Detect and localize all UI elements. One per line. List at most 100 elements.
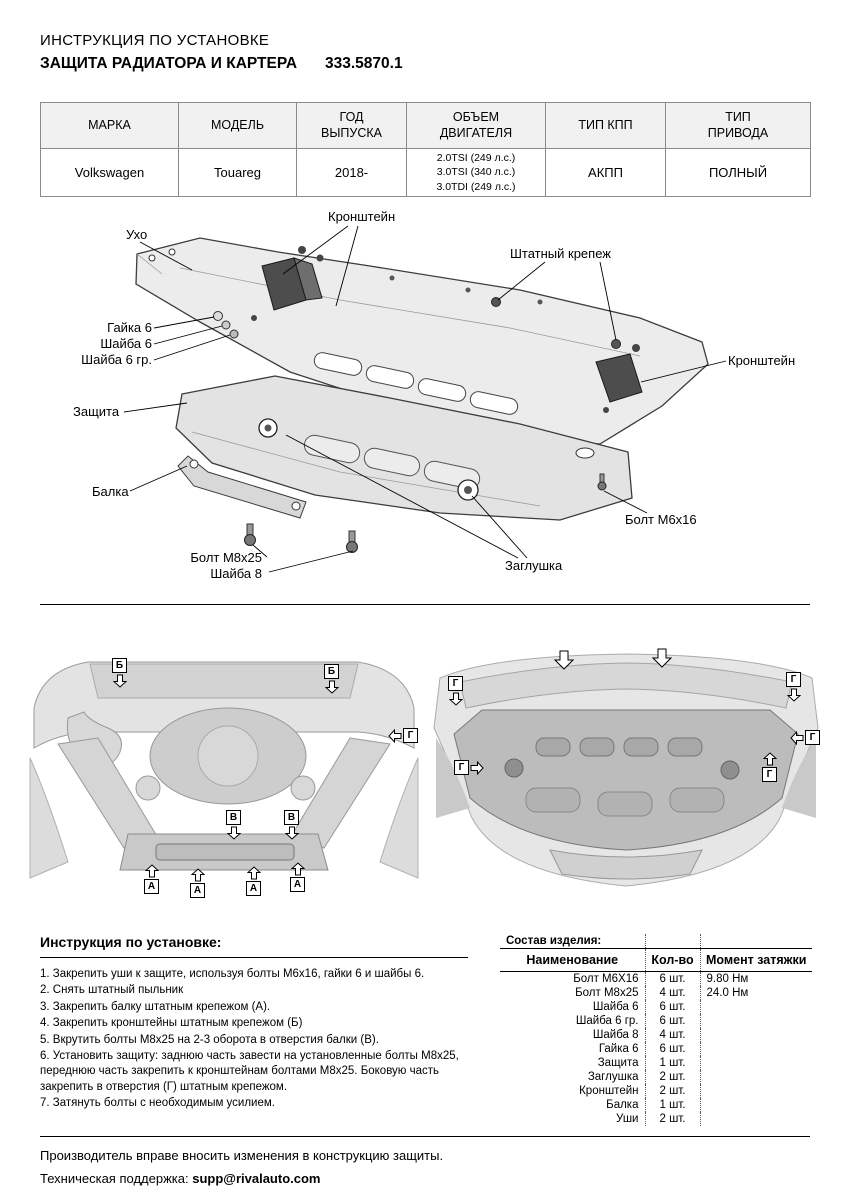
parts-col-qty: Кол-во (644, 948, 700, 972)
part-name: Болт М6Х16 (573, 973, 639, 985)
product-title: ЗАЩИТА РАДИАТОРА И КАРТЕРА (40, 55, 298, 72)
part-torque: 9.80 Нм (699, 971, 812, 986)
label-washer-6-gr: Шайба 6 гр. (81, 352, 152, 367)
label-bracket-top: Кронштейн (328, 209, 396, 224)
instruction-step: 5. Вкрутить болты М8х25 на 2-3 оборота в… (40, 1033, 379, 1046)
photo-installed-bottom: Г Г Г Г Г (430, 648, 822, 900)
part-torque (699, 1098, 812, 1112)
crankcase-plate (175, 375, 633, 521)
arrow-up-icon (190, 868, 205, 882)
label-beam: Балка (92, 484, 129, 499)
parts-row: Заглушка 2 шт. (500, 1070, 812, 1084)
part-qty: 2 шт. (644, 1070, 700, 1084)
bolt-m6x16 (597, 473, 607, 491)
part-name: Болт М8х25 (575, 987, 639, 999)
arrow-up-icon (762, 752, 777, 766)
part-qty: 1 шт. (644, 1098, 700, 1112)
arrow-down-icon (324, 680, 339, 694)
instruction-step: 7. Затянуть болты с необходимым усилием. (40, 1097, 275, 1110)
part-torque (699, 1056, 812, 1070)
spec-header-row: МАРКА МОДЕЛЬ ГОД ВЫПУСКА ОБЪЕМ ДВИГАТЕЛЯ… (40, 102, 811, 149)
marker-letter: Б (324, 664, 339, 679)
marker-letter: Г (762, 767, 777, 782)
parts-row: Балка 1 шт. (500, 1098, 812, 1112)
label-washer-6: Шайба 6 (100, 336, 152, 351)
part-number: 333.5870.1 (325, 55, 403, 72)
marker-v: В (226, 810, 241, 840)
left-bracket (251, 246, 324, 321)
part-name: Уши (616, 1113, 639, 1125)
marker-letter: В (226, 810, 241, 825)
part-qty: 6 шт. (644, 971, 700, 986)
nut-washer-stack (213, 311, 239, 339)
label-bolt-m6x16: Болт М6х16 (625, 512, 697, 527)
installation-instructions: Инструкция по установке: 1. Закрепить уш… (40, 934, 468, 1113)
parts-row: Болт М8х25 4 шт. 24.0 Нм (500, 986, 812, 1000)
arrow-down-icon (786, 688, 801, 702)
marker-b: Б (112, 658, 127, 688)
marker-letter: Г (448, 676, 463, 691)
marker-g: Г (388, 728, 418, 743)
parts-row: Кронштейн 2 шт. (500, 1084, 812, 1098)
plug-holes (258, 418, 595, 501)
marker-a: А (144, 864, 159, 894)
vehicle-spec-table: МАРКА МОДЕЛЬ ГОД ВЫПУСКА ОБЪЕМ ДВИГАТЕЛЯ… (40, 102, 811, 197)
arrow-down-icon (112, 674, 127, 688)
parts-row: Болт М6Х16 6 шт. 9.80 Нм (500, 971, 812, 986)
label-protection: Защита (73, 404, 120, 419)
exploded-view-drawing (123, 225, 727, 573)
label-nut-6: Гайка 6 (107, 320, 152, 335)
arrow-down-icon (226, 826, 241, 840)
part-qty: 1 шт. (644, 1056, 700, 1070)
marker-letter: А (246, 881, 261, 896)
marker-arrow-down (652, 648, 672, 668)
part-name: Шайба 6 гр. (575, 1015, 639, 1027)
arrow-up-icon (246, 866, 261, 880)
spec-drive: ПОЛНЫЙ (665, 148, 811, 197)
label-bolt-m8x25: Болт М8х25 (190, 550, 262, 565)
part-torque (699, 1000, 812, 1014)
part-name: Шайба 8 (592, 1029, 639, 1041)
part-qty: 6 шт. (644, 1014, 700, 1028)
label-oem-fastener: Штатный крепеж (510, 246, 611, 261)
doc-type-title: ИНСТРУКЦИЯ ПО УСТАНОВКЕ (40, 32, 270, 49)
marker-arrow-down (554, 650, 574, 670)
marker-letter: А (290, 877, 305, 892)
part-name: Гайка 6 (598, 1043, 639, 1055)
parts-list: Состав изделия: Наименование Кол-во Моме… (500, 934, 812, 1126)
divider-line-top (40, 604, 810, 605)
instructions-title: Инструкция по установке: (40, 934, 468, 958)
spec-col-drive: ТИП ПРИВОДА (665, 102, 811, 149)
part-qty: 6 шт. (644, 1000, 700, 1014)
label-ear: Ухо (126, 227, 148, 242)
parts-title: Состав изделия: (500, 934, 645, 949)
parts-row: Гайка 6 6 шт. (500, 1042, 812, 1056)
parts-row: Уши 2 шт. (500, 1112, 812, 1126)
instruction-step: 6. Установить защиту: заднюю часть завес… (40, 1050, 459, 1093)
marker-a: А (190, 868, 205, 898)
marker-letter: В (284, 810, 299, 825)
spec-gearbox: АКПП (545, 148, 666, 197)
car-front-underside-drawing (29, 661, 419, 879)
arrow-up-icon (144, 864, 159, 878)
spec-engine: 2.0TSI (249 л.с.) 3.0TSI (340 л.с.) 3.0T… (406, 148, 546, 197)
marker-g: Г (762, 752, 777, 782)
parts-cell (644, 934, 700, 949)
bolt-m8x25-right (346, 530, 358, 553)
marker-letter: Г (454, 760, 469, 775)
arrow-left-icon (790, 730, 804, 745)
marker-b: Б (324, 664, 339, 694)
parts-row: Шайба 6 6 шт. (500, 1000, 812, 1014)
manufacturer-note: Производитель вправе вносить изменения в… (40, 1148, 444, 1163)
doc-header: ИНСТРУКЦИЯ ПО УСТАНОВКЕ ЗАЩИТА РАДИАТОРА… (40, 32, 403, 73)
spec-year: 2018- (296, 148, 407, 197)
beam-part (177, 455, 307, 519)
instruction-step: 1. Закрепить уши к защите, используя бол… (40, 968, 425, 980)
plate-slots (313, 352, 519, 415)
marker-a: А (290, 862, 305, 892)
parts-title-row: Состав изделия: (500, 934, 812, 949)
parts-cell (699, 934, 812, 949)
marker-letter: Г (805, 730, 820, 745)
right-bracket (595, 344, 643, 413)
